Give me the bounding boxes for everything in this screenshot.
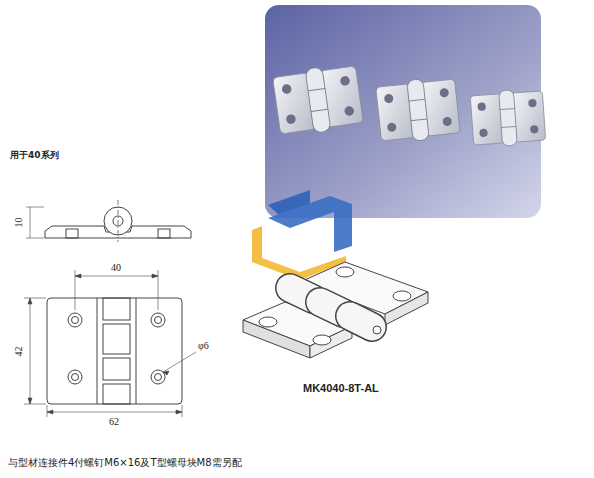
- hole-diameter: φ6: [198, 340, 209, 351]
- series-heading: 用于40系列: [10, 151, 59, 161]
- dimension: 62: [109, 416, 119, 427]
- note: 与型材连接件4付螺钉M6×16及T型螺母块M8需另配: [8, 457, 242, 468]
- part-number: MK4040-8T-AL: [303, 382, 379, 394]
- dimension: 42: [13, 346, 24, 356]
- dimension: 10: [13, 217, 24, 227]
- dimension: 40: [111, 262, 121, 273]
